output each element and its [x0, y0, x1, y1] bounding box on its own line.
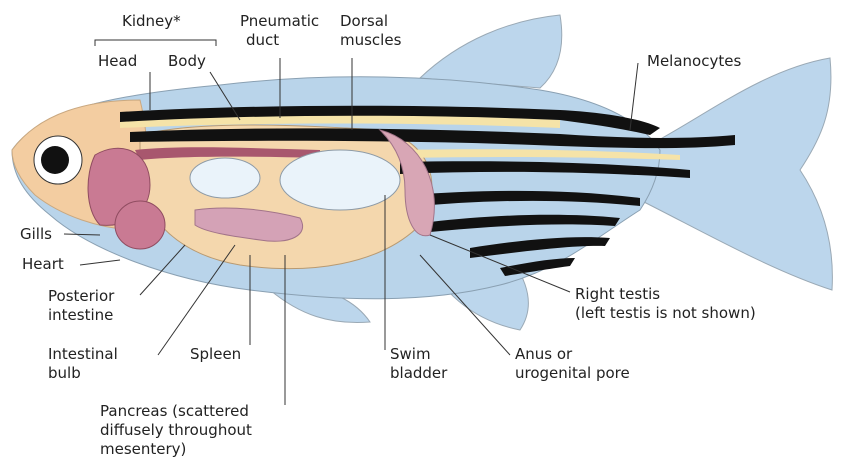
label-pancreas-line2: diffusely throughout	[100, 421, 252, 440]
swim-bladder-anterior	[190, 158, 260, 198]
label-posterior-intestine: Posterior intestine	[48, 287, 114, 325]
label-dorsal-muscles-line1: Dorsal	[340, 12, 401, 31]
label-dorsal-muscles: Dorsal muscles	[340, 12, 401, 50]
label-right-testis-line1: Right testis	[575, 285, 756, 304]
label-dorsal-muscles-line2: muscles	[340, 31, 401, 50]
label-head: Head	[98, 52, 137, 71]
eye-pupil	[41, 146, 69, 174]
label-pneumatic-duct-line1: Pneumatic	[240, 12, 319, 31]
heart-line	[80, 260, 120, 265]
label-spleen: Spleen	[190, 345, 241, 364]
label-anus-line2: urogenital pore	[515, 364, 630, 383]
label-anus: Anus or urogenital pore	[515, 345, 630, 383]
label-gills: Gills	[20, 225, 52, 244]
label-swim-bladder: Swim bladder	[390, 345, 447, 383]
heart	[115, 201, 165, 249]
label-pancreas: Pancreas (scattered diffusely throughout…	[100, 402, 252, 459]
label-swim-bladder-line1: Swim	[390, 345, 447, 364]
label-right-testis-line2: (left testis is not shown)	[575, 304, 756, 323]
kidney-bracket	[95, 40, 216, 46]
label-pancreas-line1: Pancreas (scattered	[100, 402, 252, 421]
label-posterior-intestine-line1: Posterior	[48, 287, 114, 306]
label-pneumatic-duct-line2: duct	[240, 31, 319, 50]
label-anus-line1: Anus or	[515, 345, 630, 364]
label-melanocytes: Melanocytes	[647, 52, 741, 71]
label-pancreas-line3: mesentery)	[100, 440, 252, 459]
label-kidney: Kidney*	[122, 12, 181, 31]
label-posterior-intestine-line2: intestine	[48, 306, 114, 325]
label-intestinal-bulb-line2: bulb	[48, 364, 118, 383]
label-swim-bladder-line2: bladder	[390, 364, 447, 383]
label-intestinal-bulb-line1: Intestinal	[48, 345, 118, 364]
label-pneumatic-duct: Pneumatic duct	[240, 12, 319, 50]
dorsal-fin	[420, 15, 562, 88]
swim-bladder-posterior	[280, 150, 400, 210]
label-right-testis: Right testis (left testis is not shown)	[575, 285, 756, 323]
label-heart: Heart	[22, 255, 64, 274]
label-intestinal-bulb: Intestinal bulb	[48, 345, 118, 383]
label-body: Body	[168, 52, 206, 71]
